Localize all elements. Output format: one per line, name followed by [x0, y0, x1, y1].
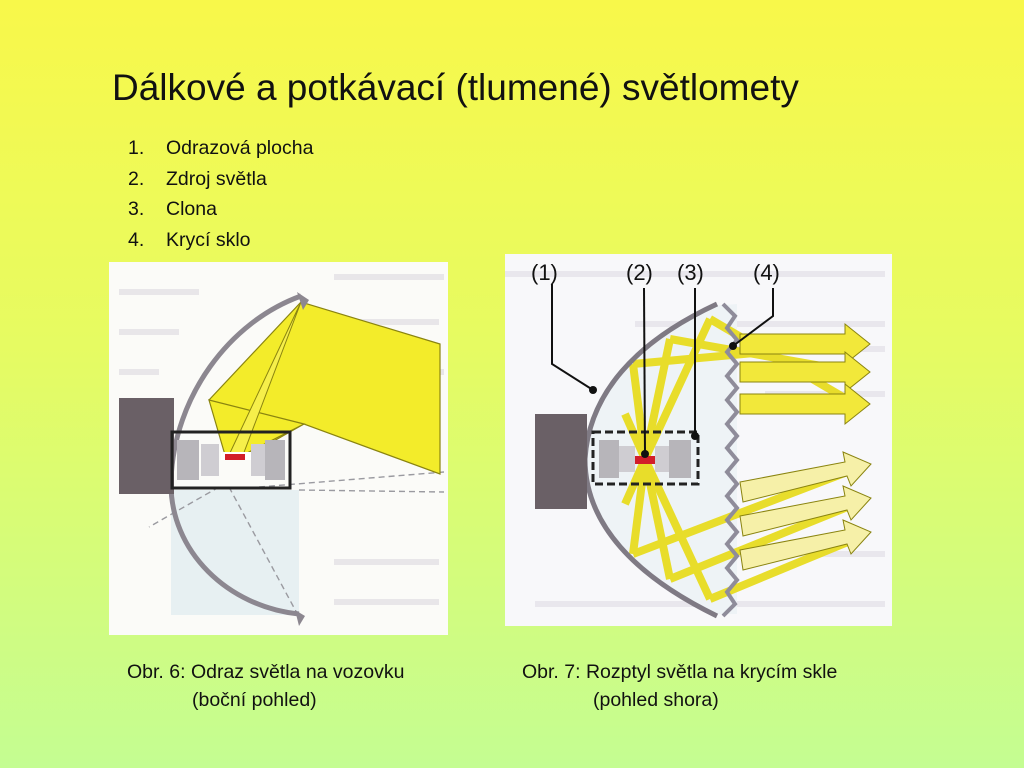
lamp-housing — [119, 398, 174, 494]
figure7-caption-sub: (pohled shora) — [593, 689, 719, 711]
list-item-label: Clona — [166, 198, 217, 220]
list-item-number: 4. — [128, 228, 145, 251]
figure-side-view — [109, 262, 448, 635]
list-item: 4. Krycí sklo — [128, 225, 313, 256]
leader-lines — [551, 284, 774, 455]
top-view-diagram: (1) (2) (3) (4) — [505, 260, 885, 619]
output-arrows — [739, 322, 872, 571]
label-1: (1) — [531, 260, 558, 285]
side-view-diagram — [119, 274, 445, 626]
shadow-region — [171, 490, 299, 615]
list-item-number: 1. — [128, 137, 145, 159]
cover-glass — [721, 302, 740, 618]
list-item: 1. Odrazová plocha — [128, 133, 313, 164]
label-4: (4) — [753, 260, 780, 285]
list-item-label: Odrazová plocha — [166, 137, 314, 159]
figure7-caption: Obr. 7: Rozptyl světla na krycím skle — [522, 661, 838, 683]
lamp-housing — [535, 414, 587, 509]
list-item-number: 3. — [128, 198, 145, 220]
component-list: 1. Odrazová plocha 2. Zdroj světla 3. Clona… — [128, 133, 313, 255]
label-3: (3) — [677, 260, 704, 285]
figure6-caption-sub: (boční pohled) — [192, 689, 317, 711]
figure-top-view: (1) (2) (3) (4) — [505, 254, 892, 626]
label-2: (2) — [626, 260, 653, 285]
list-item-number: 2. — [128, 167, 145, 190]
figure6-caption: Obr. 6: Odraz světla na vozovku — [127, 661, 405, 683]
list-item-label: Zdroj světla — [166, 167, 267, 190]
filament — [635, 456, 655, 464]
list-item: 3. Clona — [128, 194, 313, 225]
shade-box — [170, 430, 292, 490]
slide-title: Dálkové a potkávací (tlumené) světlomety — [112, 67, 799, 108]
list-item: 2. Zdroj světla — [128, 164, 313, 195]
filament — [225, 454, 245, 460]
list-item-label: Krycí sklo — [166, 228, 251, 251]
